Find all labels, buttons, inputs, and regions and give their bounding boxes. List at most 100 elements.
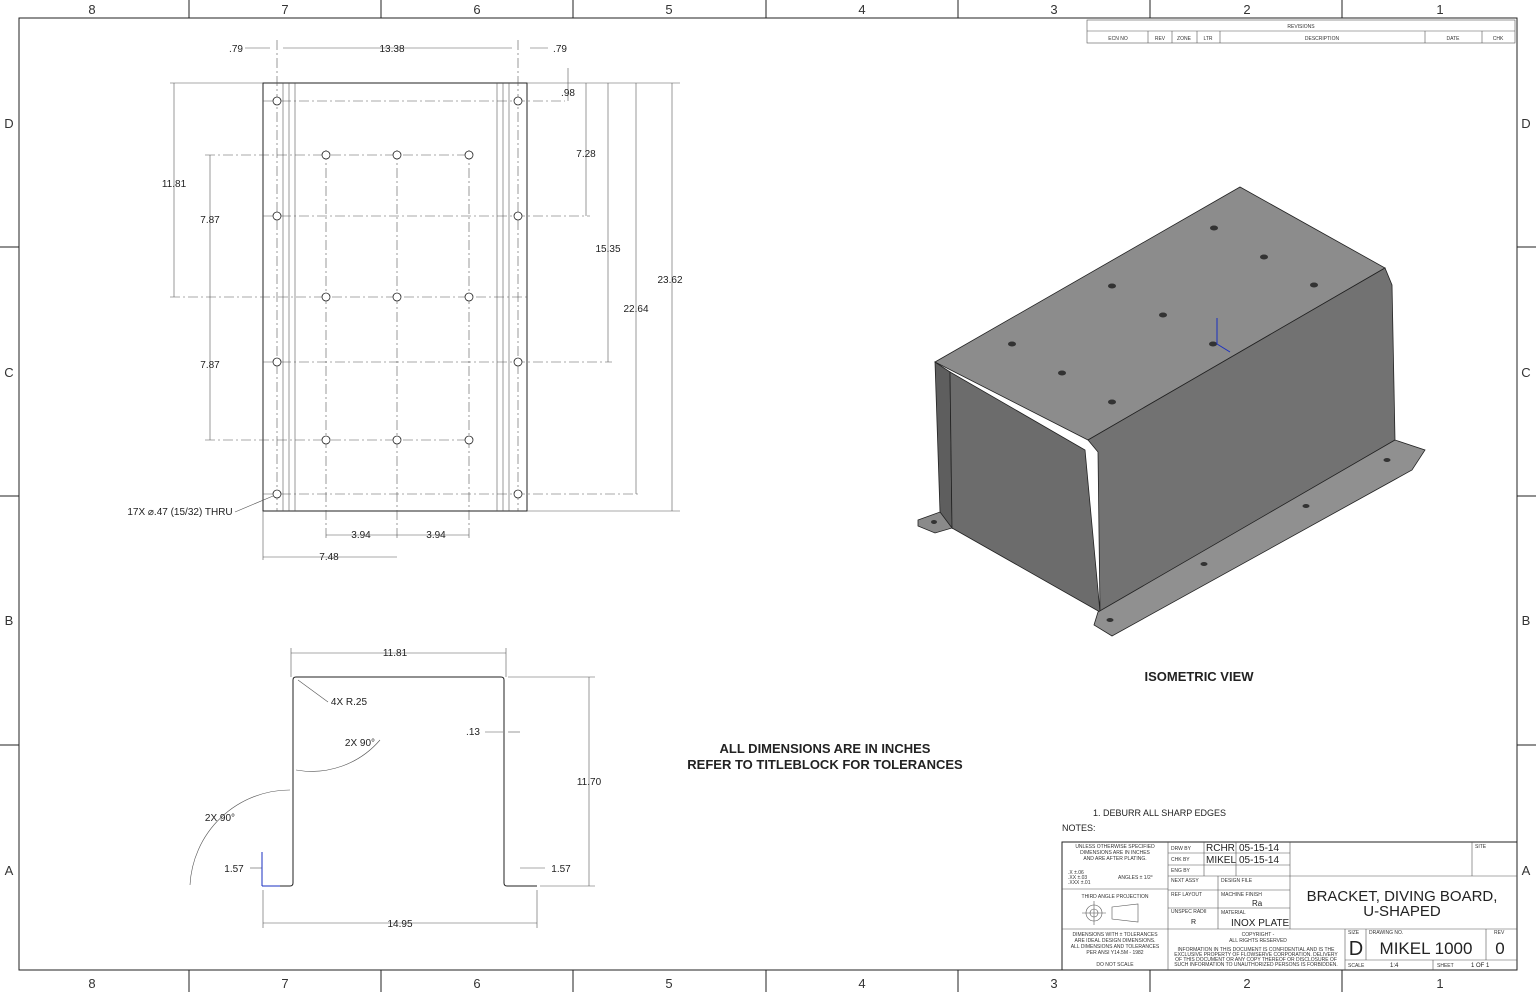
material: INOX PLATE <box>1231 918 1289 929</box>
hole <box>513 211 523 221</box>
ansi-note: PER ANSI Y14.5M - 1982 <box>1086 950 1143 956</box>
site-label: SITE <box>1475 844 1487 850</box>
dim-angle-outer: 2X 90° <box>205 813 235 824</box>
hole <box>513 489 523 499</box>
tolerance: .X ±.06 <box>1068 870 1084 876</box>
zone-row: C <box>1521 365 1530 380</box>
hole <box>392 150 402 160</box>
hole <box>464 435 474 445</box>
rev-header: LTR <box>1203 36 1212 42</box>
dim-left-margin: .79 <box>229 44 243 55</box>
zone-col: 4 <box>858 976 865 991</box>
machine-finish-label: MACHINE FINISH <box>1221 892 1262 898</box>
eng-by-label: ENG BY <box>1171 868 1191 874</box>
copyright: COPYRIGHT - <box>1242 932 1275 938</box>
isometric-label: ISOMETRIC VIEW <box>1144 669 1254 684</box>
revisions-title: REVISIONS <box>1287 24 1315 30</box>
hole <box>513 96 523 106</box>
dim-flange-right: 1.57 <box>551 864 571 875</box>
hole <box>272 357 282 367</box>
dim-radius: 4X R.25 <box>331 697 368 708</box>
hole <box>272 96 282 106</box>
rev-header: REV <box>1155 36 1166 42</box>
confidential: SUCH INFORMATION TO UNAUTHORIZED PERSONS… <box>1174 962 1338 968</box>
tolerance: .XXX ±.01 <box>1068 880 1091 886</box>
unspec-radii-label: UNSPEC RADII <box>1171 909 1207 915</box>
chk-by-label: CHK BY <box>1171 857 1190 863</box>
ansi-note: ARE IDEAL DESIGN DIMENSIONS. <box>1075 938 1156 944</box>
sheet-label: SHEET <box>1437 963 1454 969</box>
zone-col: 6 <box>473 976 480 991</box>
zone-col: 5 <box>665 976 672 991</box>
sheet: 1 OF 1 <box>1471 963 1490 969</box>
drawing-title: BRACKET, DIVING BOARD, <box>1307 888 1498 905</box>
dim-11-81: 11.81 <box>162 179 187 190</box>
zone-row: C <box>4 365 13 380</box>
zone-col: 8 <box>88 2 95 17</box>
hole <box>272 211 282 221</box>
angles-tolerance: ANGLES ± 1/2° <box>1118 875 1153 881</box>
unspec-radii: R <box>1191 919 1196 926</box>
zone-row: B <box>5 613 14 628</box>
confidential: EXCLUSIVE PROPERTY OF FLOWSERVE CORPORAT… <box>1174 952 1338 958</box>
next-assy-label: NEXT ASSY <box>1171 878 1199 884</box>
sheet-size: D <box>1349 938 1363 960</box>
drawing-title: U-SHAPED <box>1363 903 1441 920</box>
tol-header: UNLESS OTHERWISE SPECIFIED <box>1075 844 1155 850</box>
hole <box>464 150 474 160</box>
hole <box>321 435 331 445</box>
machine-finish: Ra <box>1252 899 1263 908</box>
zone-col: 1 <box>1436 2 1443 17</box>
third-angle-projection-icon <box>1082 901 1139 925</box>
zone-col: 6 <box>473 2 480 17</box>
revision: 0 <box>1495 939 1504 958</box>
chk-by: MIKEL <box>1206 855 1236 866</box>
ansi-note: ALL DIMENSIONS AND TOLERANCES <box>1071 944 1160 950</box>
note-item: 1. DEBURR ALL SHARP EDGES <box>1093 808 1226 818</box>
notes-title: NOTES: <box>1062 823 1096 833</box>
dim-15-35: 15.35 <box>595 244 620 255</box>
dim-3-94: 3.94 <box>426 530 446 541</box>
revisions-table: REVISIONS ECN NO REV ZONE LTR DESCRIPTIO… <box>1086 19 1516 44</box>
dim-top-width: 11.81 <box>383 648 408 659</box>
drawing-no-label: DRAWING NO. <box>1369 930 1403 936</box>
zone-col: 2 <box>1243 976 1250 991</box>
zone-row: D <box>1521 116 1530 131</box>
drw-by: RCHR <box>1206 843 1235 854</box>
top-view: .79 13.38 .79 .98 7.28 11.81 7.87 7.87 1… <box>127 40 683 563</box>
ansi-note: DIMENSIONS WITH ± TOLERANCES <box>1072 932 1158 938</box>
zone-row: A <box>5 863 14 878</box>
design-file-label: DESIGN FILE <box>1221 878 1253 884</box>
rev-header: ECN NO <box>1108 36 1128 42</box>
hole <box>321 292 331 302</box>
rev-header: DESCRIPTION <box>1305 36 1340 42</box>
scale: 1:4 <box>1390 963 1399 969</box>
note-line: REFER TO TITLEBLOCK FOR TOLERANCES <box>687 757 963 772</box>
drw-date: 05-15-14 <box>1239 843 1279 854</box>
size-label: SIZE <box>1348 930 1360 936</box>
dim-7-48: 7.48 <box>319 552 339 563</box>
hole <box>464 292 474 302</box>
zone-col: 7 <box>281 976 288 991</box>
hole-callout: 17X ⌀.47 (15/32) THRU <box>127 507 232 518</box>
dim-height: 11.70 <box>577 777 602 788</box>
projection-label: THIRD ANGLE PROJECTION <box>1082 894 1149 900</box>
zone-row: A <box>1522 863 1531 878</box>
dim-width: 13.38 <box>379 44 404 55</box>
confidential: OF THIS DOCUMENT OR ANY COPY THEREOF OR … <box>1175 957 1337 963</box>
dim-7-87: 7.87 <box>200 215 220 226</box>
zone-col: 3 <box>1050 2 1057 17</box>
dim-thickness: .13 <box>466 727 480 738</box>
zone-row: D <box>4 116 13 131</box>
hole <box>513 357 523 367</box>
title-block: UNLESS OTHERWISE SPECIFIED DIMENSIONS AR… <box>1061 841 1518 971</box>
dim-flange-left: 1.57 <box>224 864 244 875</box>
hole <box>321 150 331 160</box>
dim-7-87: 7.87 <box>200 360 220 371</box>
dim-22-64: 22.64 <box>623 304 648 315</box>
section-view: 11.81 4X R.25 2X 90° .13 2X 90° 11.70 1.… <box>189 648 602 930</box>
dim-overall: 14.95 <box>387 919 412 930</box>
zone-col: 4 <box>858 2 865 17</box>
rev-header: DATE <box>1447 36 1461 42</box>
